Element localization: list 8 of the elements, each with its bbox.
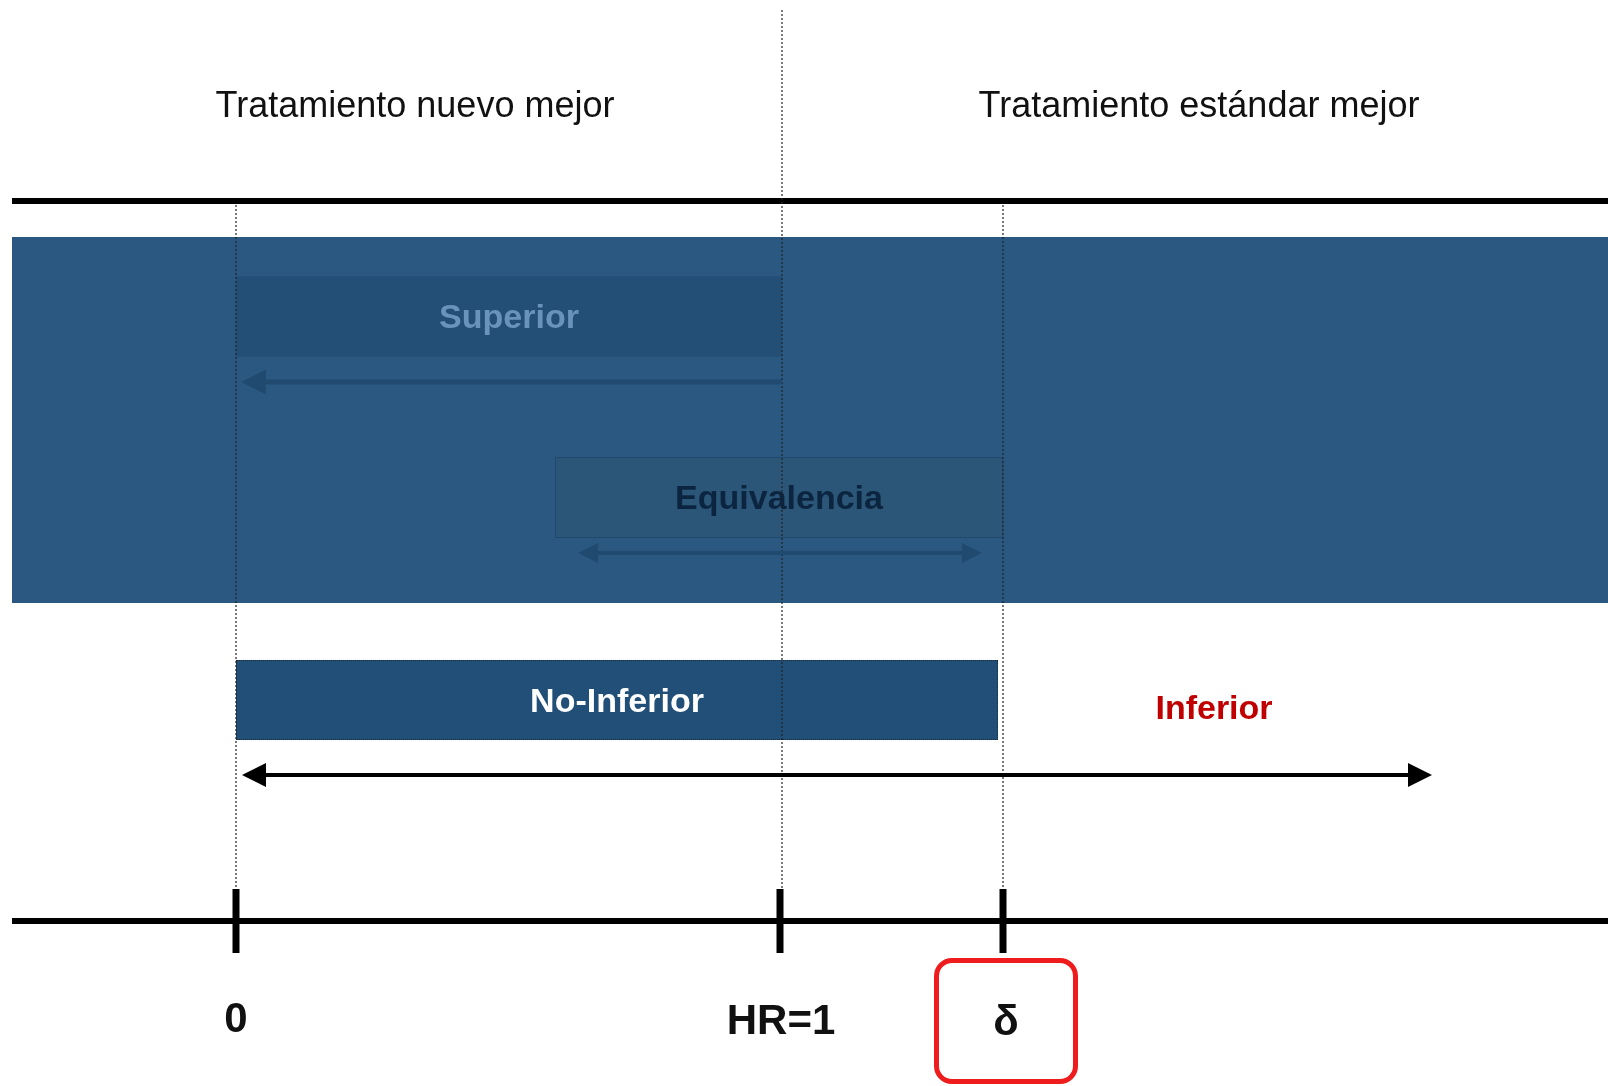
highlight-box: δ [934,958,1078,1084]
axis-tick-label: 0 [224,994,248,1042]
axis-tick-label: HR=1 [726,996,836,1044]
region-heading: Tratamiento nuevo mejor [215,84,615,126]
outcome-label: Inferior [1155,687,1273,727]
region-heading: Tratamiento estándar mejor [978,84,1420,126]
option-box: No-Inferior [236,660,998,740]
option-box: Superior [236,276,782,357]
